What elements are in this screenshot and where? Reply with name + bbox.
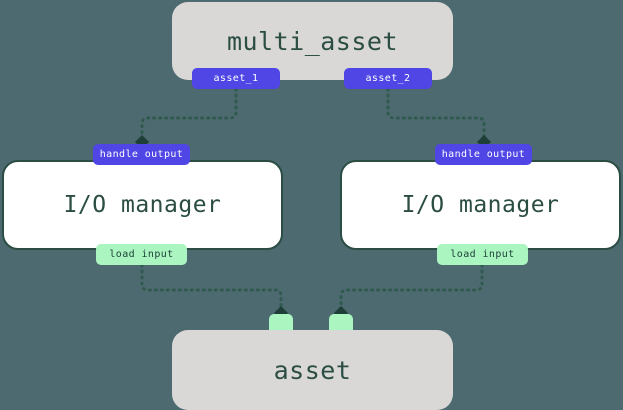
- badge-load-input-right-label: load input: [450, 249, 515, 260]
- node-asset-title: asset: [273, 355, 352, 385]
- badge-asset-2-label: asset_2: [365, 73, 411, 84]
- badge-handle-output-right-label: handle output: [441, 149, 526, 160]
- badge-asset-2[interactable]: asset_2: [344, 68, 432, 89]
- edge-asset1-to-handle-output-left: [140, 87, 238, 142]
- edge-asset2-to-handle-output-right: [386, 87, 486, 142]
- badge-handle-output-left-label: handle output: [99, 149, 184, 160]
- edge-load-input-right-to-asset: [339, 263, 484, 310]
- badge-load-input-left-label: load input: [109, 249, 174, 260]
- badge-asset-1[interactable]: asset_1: [192, 68, 280, 89]
- node-io-manager-right[interactable]: I/O manager: [340, 160, 621, 250]
- badge-handle-output-right[interactable]: handle output: [435, 144, 532, 165]
- node-io-manager-left[interactable]: I/O manager: [2, 160, 283, 250]
- node-multi-asset[interactable]: multi_asset: [172, 2, 453, 80]
- edge-load-input-left-to-asset: [140, 263, 283, 310]
- badge-load-input-right[interactable]: load input: [437, 244, 528, 265]
- node-multi-asset-title: multi_asset: [226, 26, 399, 56]
- node-asset[interactable]: asset: [172, 330, 453, 410]
- badge-load-input-left[interactable]: load input: [96, 244, 187, 265]
- badge-asset-1-label: asset_1: [213, 73, 259, 84]
- node-io-manager-left-title: I/O manager: [63, 192, 222, 218]
- node-io-manager-right-title: I/O manager: [401, 192, 560, 218]
- badge-handle-output-left[interactable]: handle output: [93, 144, 190, 165]
